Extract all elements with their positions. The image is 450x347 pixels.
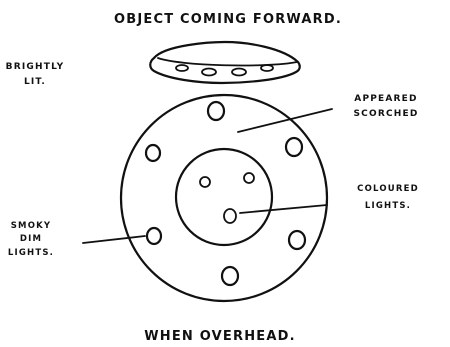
bottom-caption: WHEN OVERHEAD. — [144, 329, 296, 344]
inner-core — [176, 149, 272, 245]
outer-light-2 — [286, 138, 302, 156]
leader-coloured-lights — [240, 205, 327, 213]
label-smoky-line2: DIM — [20, 234, 42, 244]
label-coloured-line1: COLOURED — [357, 184, 419, 194]
inner-light-3 — [224, 209, 236, 223]
top-caption: OBJECT COMING FORWARD. — [114, 12, 342, 27]
outer-light-3 — [146, 145, 160, 161]
side-light-4 — [261, 65, 273, 71]
label-appeared-line1: APPEARED — [354, 94, 417, 104]
outer-light-4 — [147, 228, 161, 244]
side-light-3 — [232, 69, 246, 76]
label-appeared-line2: SCORCHED — [353, 109, 418, 119]
side-light-1 — [176, 65, 188, 71]
side-light-2 — [202, 69, 216, 76]
outer-light-6 — [222, 267, 238, 285]
label-smoky-line3: LIGHTS. — [8, 248, 54, 258]
leader-smoky-lights — [83, 236, 145, 243]
inner-light-2 — [244, 173, 254, 183]
label-coloured-line2: LIGHTS. — [365, 201, 411, 211]
saucer-side-view — [150, 42, 299, 83]
outer-light-1 — [208, 102, 224, 120]
outer-light-5 — [289, 231, 305, 249]
leader-appeared-scorched — [238, 109, 332, 132]
saucer-bottom-view — [121, 95, 327, 301]
label-brightly-line2: LIT. — [24, 77, 46, 87]
inner-light-1 — [200, 177, 210, 187]
label-smoky-line1: SMOKY — [11, 221, 52, 231]
label-brightly-line1: BRIGHTLY — [6, 62, 65, 72]
